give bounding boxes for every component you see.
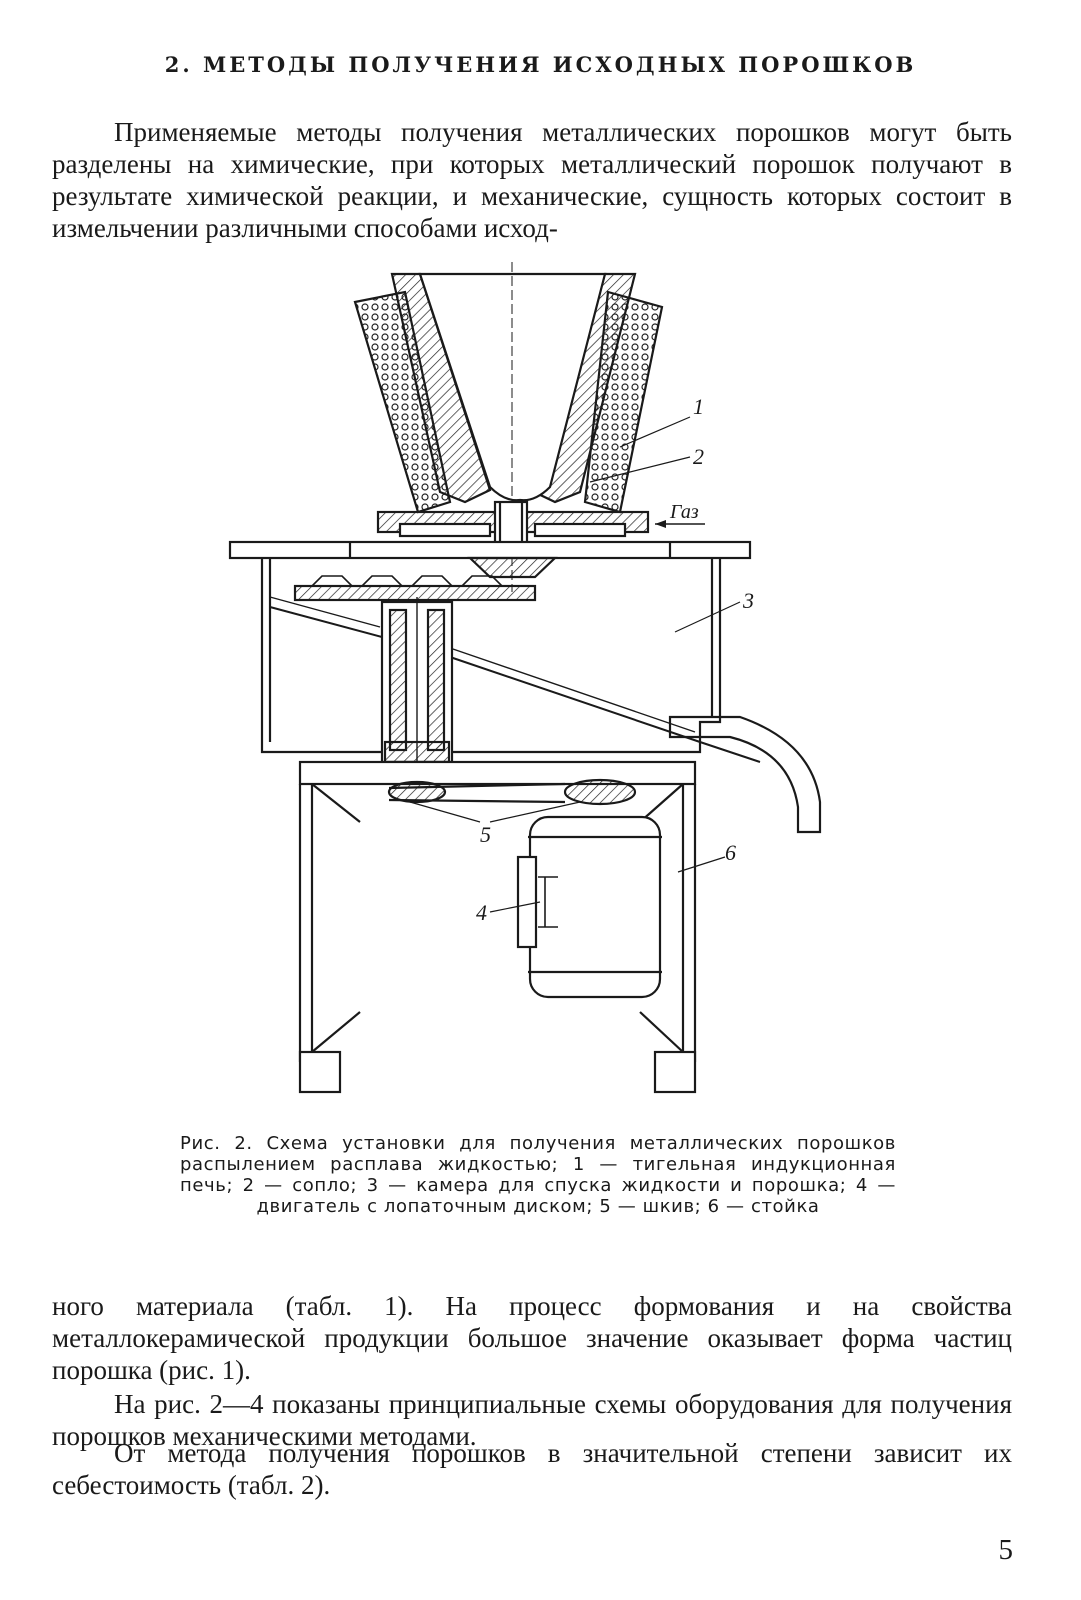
paragraph-cost: От метода получения порошков в значитель… <box>52 1438 1012 1500</box>
paragraph-intro: Применяемые методы получения металлическ… <box>52 117 1012 243</box>
chute <box>269 606 761 763</box>
page-number: 5 <box>998 1534 1014 1566</box>
figure-caption: Рис. 2. Схема установки для получения ме… <box>180 1133 896 1217</box>
label-1: 1 <box>693 394 704 419</box>
furnace-left-wall <box>353 290 452 514</box>
top-plate <box>228 540 752 560</box>
paddle-disc <box>293 584 537 602</box>
label-gas: Газ <box>669 501 699 523</box>
motor-body <box>528 815 662 999</box>
label-5: 5 <box>480 822 491 847</box>
label-4: 4 <box>476 900 487 925</box>
outlet-pipe <box>668 715 822 834</box>
crucible-left-lining <box>390 272 492 504</box>
label-6: 6 <box>725 840 736 865</box>
figure-2-diagram: 1 2 3 4 5 6 Газ <box>228 262 822 1094</box>
stand-frame <box>298 760 697 786</box>
nozzle-funnel <box>467 556 558 579</box>
section-heading: 2. МЕТОДЫ ПОЛУЧЕНИЯ ИСХОДНЫХ ПОРОШКОВ <box>164 52 917 77</box>
paragraph-continuation: ного материала (табл. 1). На процесс фор… <box>52 1291 1012 1385</box>
pulley-right <box>563 778 637 806</box>
label-2: 2 <box>693 444 704 469</box>
label-3: 3 <box>742 588 754 613</box>
crucible-inner <box>418 272 607 502</box>
paragraph-equipment: На рис. 2—4 показаны принципиальные схем… <box>52 1389 1012 1451</box>
